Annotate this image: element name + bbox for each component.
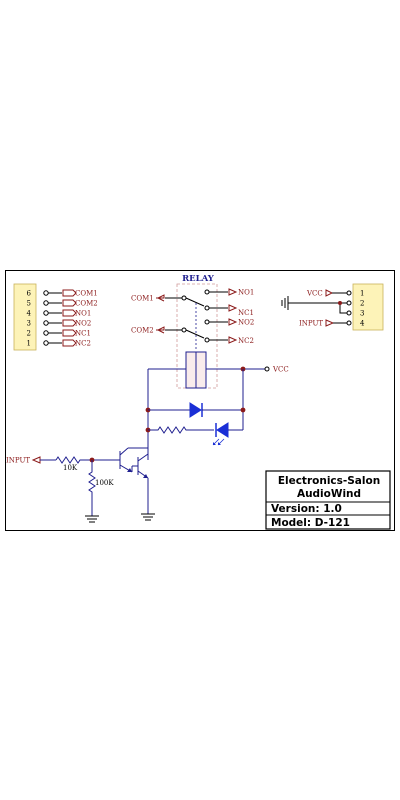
left-header-signal-label: COM2 <box>75 300 98 308</box>
right-header-pin-number: 4 <box>360 320 365 328</box>
no1-arrow-icon <box>228 288 238 296</box>
circuit-input-label: INPUT <box>6 457 30 465</box>
relay-contacts: RELAY COM1 NO1 NC1 COM2 NO2 NC2 <box>131 274 254 389</box>
junction-dot <box>338 301 342 305</box>
flyback-diode-icon <box>189 402 202 418</box>
net-flag-icon <box>62 319 77 327</box>
vcc-terminal <box>264 366 270 372</box>
left-header-pin-number: 4 <box>27 310 32 318</box>
pulldown-resistor-label: 100K <box>95 479 114 487</box>
net-flag-icon <box>62 289 77 297</box>
left-header-pin-number: 6 <box>27 290 32 298</box>
nc1-arrow-icon <box>228 304 238 312</box>
led-resistor-icon <box>148 426 214 434</box>
title-block-model: Model: D-121 <box>271 517 350 529</box>
relay-nc2-label: NC2 <box>238 337 254 345</box>
base-resistor-icon <box>55 456 120 464</box>
left-header-signal-label: NC2 <box>75 340 91 348</box>
title-block-company: Electronics-Salon <box>278 475 380 487</box>
left-header-connector: 6 COM1 5 COM2 4 NO1 3 NO2 2 <box>13 283 98 351</box>
right-header-pin-number: 2 <box>360 300 364 308</box>
left-header-row-1: 6 COM1 <box>27 289 98 298</box>
input-arrow-icon <box>325 319 335 327</box>
left-header-signal-label: NO2 <box>75 320 91 328</box>
junction-dot <box>240 407 246 413</box>
pulldown-resistor-icon <box>88 460 96 516</box>
relay-no2-label: NO2 <box>238 319 254 327</box>
com2-arrow-icon <box>156 326 165 334</box>
right-header-input-label: INPUT <box>299 320 323 328</box>
net-flag-icon <box>62 329 77 337</box>
title-block-product: AudioWind <box>297 488 361 500</box>
relay-com2-label: COM2 <box>131 327 154 335</box>
right-header-pin-number: 1 <box>360 290 364 298</box>
left-header-signal-label: COM1 <box>75 290 98 298</box>
left-header-row-6: 1 NC2 <box>27 339 91 348</box>
no2-arrow-icon <box>228 318 238 326</box>
right-header-pin-number: 3 <box>360 310 364 318</box>
transistor-icon <box>119 447 149 514</box>
relay-driver-circuit: VCC INPUT 10K 100K <box>6 351 289 523</box>
left-header-row-5: 2 NC1 <box>27 329 91 338</box>
left-header-row-4: 3 NO2 <box>27 319 91 328</box>
right-header-body <box>352 283 384 331</box>
relay-com1-label: COM1 <box>131 295 154 303</box>
left-header-body <box>13 283 37 351</box>
net-flag-icon <box>62 299 77 307</box>
right-header-vcc-label: VCC <box>306 290 323 298</box>
base-resistor-label: 10K <box>63 464 78 472</box>
vcc-arrow-icon <box>325 289 334 297</box>
title-block: Electronics-Salon AudioWind Version: 1.0… <box>265 470 391 530</box>
ground-icon <box>85 515 99 523</box>
left-header-pin-number: 1 <box>27 340 31 348</box>
title-block-version: Version: 1.0 <box>271 503 342 515</box>
net-flag-icon <box>62 339 77 347</box>
left-header-pin-number: 3 <box>27 320 31 328</box>
left-header-pin-number: 5 <box>27 300 31 308</box>
left-header-row-3: 4 NO1 <box>27 309 91 318</box>
left-header-signal-label: NC1 <box>75 330 91 338</box>
left-header-row-2: 5 COM2 <box>27 299 98 308</box>
relay-no1-label: NO1 <box>238 289 254 297</box>
nc2-arrow-icon <box>228 336 238 344</box>
relay-title: RELAY <box>182 274 215 284</box>
relay-outline <box>176 283 218 389</box>
circuit-vcc-label: VCC <box>272 366 289 374</box>
ground-icon <box>141 513 155 521</box>
left-header-signal-label: NO1 <box>75 310 91 318</box>
left-header-pin-number: 2 <box>27 330 31 338</box>
relay-nc1-label: NC1 <box>238 309 254 317</box>
net-flag-icon <box>62 309 77 317</box>
com1-arrow-icon <box>156 294 165 302</box>
right-header-connector: 1 2 3 4 VCC INPUT <box>281 283 384 331</box>
